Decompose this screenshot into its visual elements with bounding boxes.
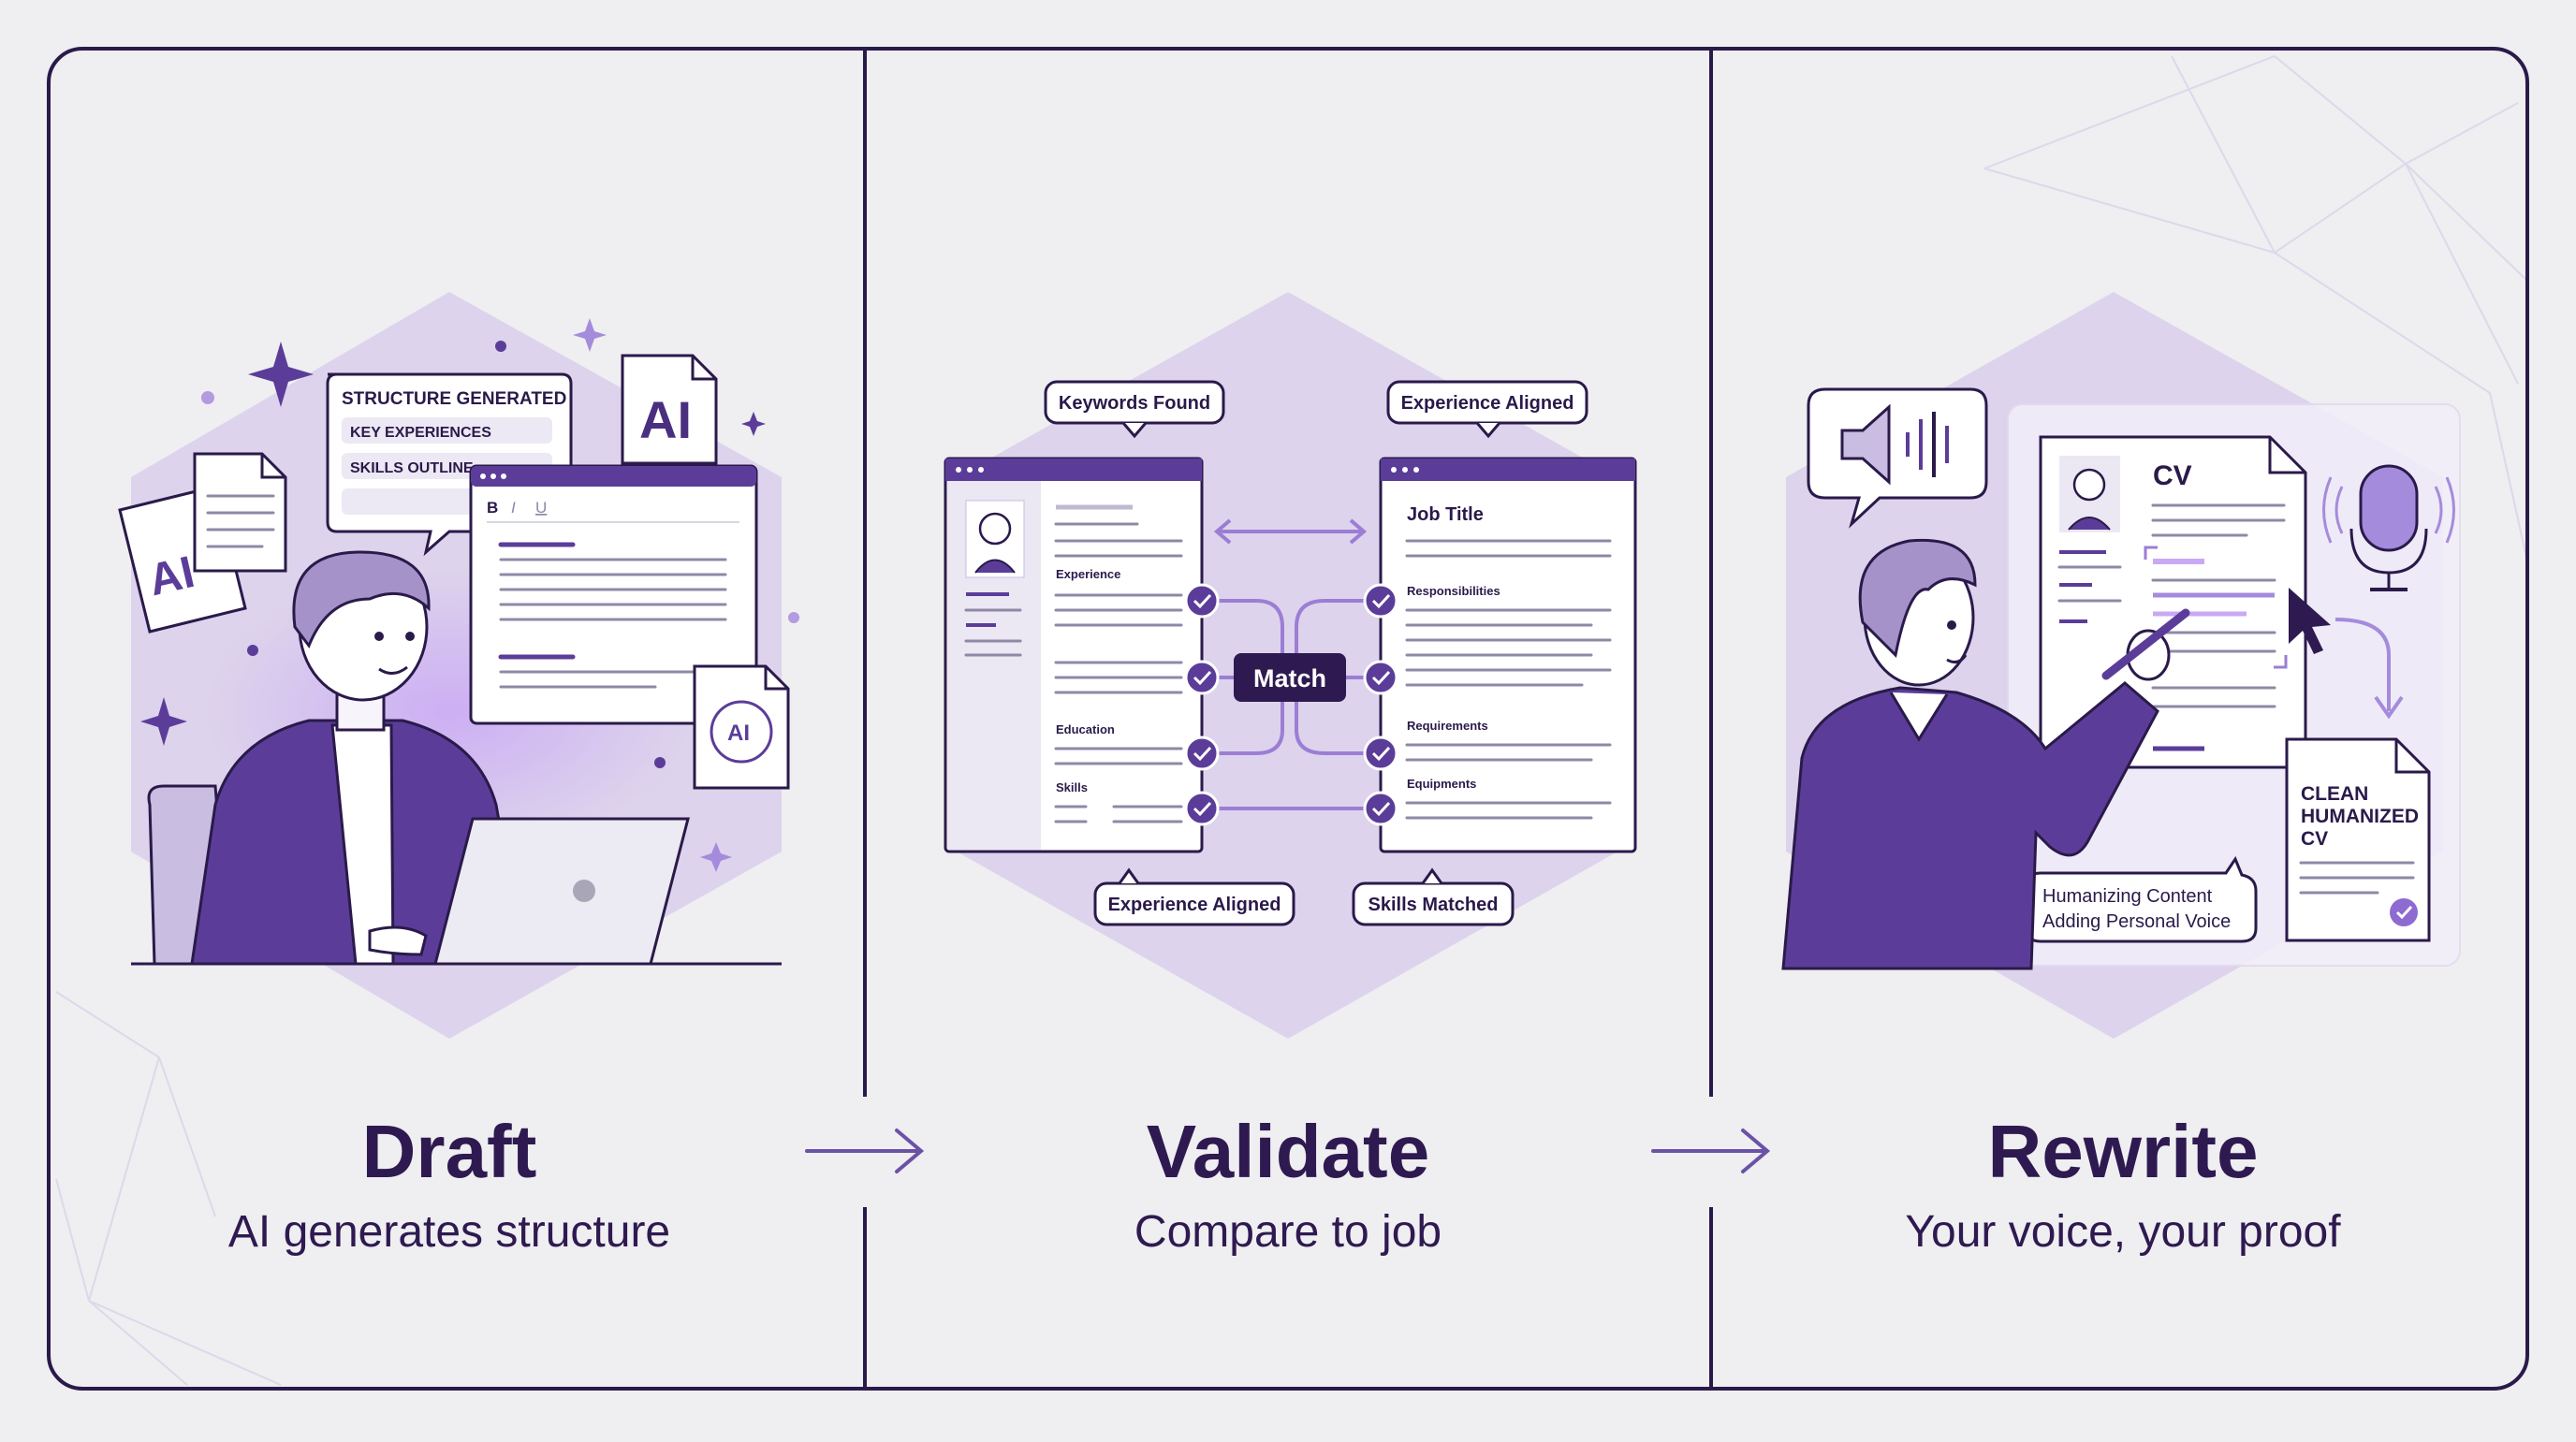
- check-icon: [2390, 898, 2418, 926]
- cursor-icon: [2289, 588, 2331, 654]
- svg-text:Experience Aligned: Experience Aligned: [1108, 895, 1281, 915]
- clean-cv-document: CLEAN HUMANIZED CV: [2285, 737, 2431, 942]
- svg-text:Education: Education: [1056, 722, 1115, 736]
- brain-document: AI: [693, 664, 790, 790]
- arrow-down-icon: [2334, 618, 2404, 720]
- svg-text:AI: AI: [727, 721, 750, 746]
- resume-window: Experience Education Skills: [944, 457, 1204, 853]
- avatar: [978, 512, 1012, 546]
- arrow-right-icon: [1651, 1129, 1771, 1173]
- sparkle-icon: [741, 412, 766, 436]
- panel-heading: STRUCTURE GENERATED: [342, 389, 566, 409]
- svg-text:Keywords Found: Keywords Found: [1059, 393, 1210, 414]
- callout-keywords-found: Keywords Found: [1044, 380, 1225, 439]
- step-subtitle-draft: AI generates structure: [228, 1207, 670, 1257]
- svg-text:AI: AI: [639, 390, 692, 449]
- network-decoration: [55, 54, 2528, 1386]
- svg-text:AI: AI: [144, 547, 199, 605]
- svg-text:I: I: [511, 499, 516, 517]
- svg-text:CV: CV: [2301, 828, 2328, 850]
- svg-text:Job Title: Job Title: [1407, 504, 1484, 525]
- panel-item: SKILLS OUTLINE: [350, 460, 474, 476]
- ai-badge-document: AI: [621, 354, 718, 465]
- step-title-rewrite: Rewrite: [1988, 1110, 2259, 1193]
- svg-text:HUMANIZED: HUMANIZED: [2301, 806, 2419, 827]
- sparkle-icon: [248, 342, 314, 407]
- sparkle-icon: [573, 318, 607, 352]
- step-labels: Draft AI generates structure Validate Co…: [228, 1110, 2341, 1257]
- svg-text:Experience Aligned: Experience Aligned: [1401, 393, 1574, 414]
- step-subtitle-rewrite: Your voice, your proof: [1905, 1207, 2341, 1257]
- editor-window: B I U: [469, 464, 758, 725]
- svg-text:Equipments: Equipments: [1407, 777, 1476, 791]
- sparkle-icon: [140, 697, 187, 746]
- svg-text:B: B: [487, 499, 498, 517]
- svg-text:Skills Matched: Skills Matched: [1368, 895, 1499, 915]
- cv-document: CV: [2039, 435, 2307, 769]
- validate-illustration: Keywords Found Experience Aligned Ex: [944, 380, 1637, 926]
- check-icon: [1184, 583, 1398, 826]
- job-description-window: Job Title Responsibilities Requirements …: [1379, 457, 1637, 853]
- step-title-draft: Draft: [362, 1110, 537, 1193]
- svg-text:Humanizing Content: Humanizing Content: [2042, 886, 2213, 907]
- match-badge: Match: [1234, 653, 1346, 702]
- callout-experience-aligned-bottom: Experience Aligned: [1093, 867, 1295, 926]
- document-icon: [193, 452, 287, 573]
- brain-icon: [710, 700, 773, 764]
- outer-frame: [47, 47, 2529, 1391]
- draft-illustration: AI AI STRUCTURE GENERATED KEY EXPERIENCE…: [118, 318, 799, 966]
- arrow-right-icon: [805, 1129, 925, 1173]
- avatar: [2072, 468, 2106, 502]
- speaker-bubble: [1807, 387, 1988, 529]
- callout-skills-matched: Skills Matched: [1352, 867, 1515, 926]
- person-at-laptop: [147, 550, 526, 966]
- svg-text:U: U: [535, 499, 547, 517]
- rewrite-illustration: CV: [1781, 387, 2461, 970]
- svg-text:CV: CV: [2153, 460, 2192, 491]
- svg-text:CLEAN: CLEAN: [2301, 783, 2368, 805]
- microphone-icon: [2322, 464, 2455, 591]
- sparkle-icon: [700, 842, 732, 872]
- person-writing: [1781, 538, 2190, 970]
- step-subtitle-validate: Compare to job: [1134, 1207, 1442, 1257]
- svg-text:Skills: Skills: [1056, 780, 1088, 794]
- speaker-icon: [1840, 403, 1891, 486]
- callout-experience-aligned-top: Experience Aligned: [1386, 380, 1588, 439]
- svg-text:Adding Personal Voice: Adding Personal Voice: [2042, 911, 2231, 932]
- pen-icon: [2101, 608, 2190, 680]
- svg-text:Experience: Experience: [1056, 567, 1120, 581]
- panel-item: KEY EXPERIENCES: [350, 425, 491, 441]
- svg-text:Match: Match: [1253, 664, 1326, 692]
- svg-text:Responsibilities: Responsibilities: [1407, 584, 1500, 598]
- svg-text:Requirements: Requirements: [1407, 719, 1488, 733]
- step-title-validate: Validate: [1147, 1110, 1429, 1193]
